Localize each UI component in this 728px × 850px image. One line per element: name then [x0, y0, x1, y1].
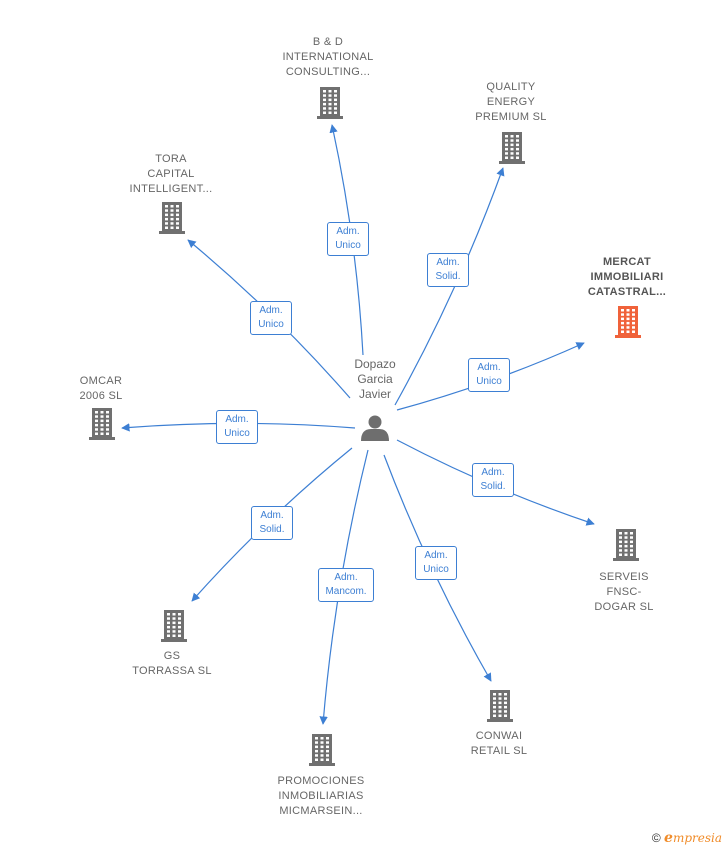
company-label-serveis[interactable]: SERVEIS FNSC- DOGAR SL	[564, 570, 684, 615]
relation-label-line: Adm.	[334, 572, 358, 583]
company-label-conwai[interactable]: CONWAI RETAIL SL	[439, 729, 559, 759]
copyright-symbol: ©	[651, 831, 661, 845]
relation-label-line: Adm.	[436, 257, 460, 268]
relation-label-line: Unico	[258, 319, 284, 330]
building-icon-gs[interactable]	[161, 610, 187, 642]
company-label-line: QUALITY	[486, 81, 536, 93]
relation-label-quality[interactable]: Adm. Solid.	[427, 253, 469, 287]
company-label-tora[interactable]: TORA CAPITAL INTELLIGENT...	[111, 152, 231, 197]
relation-label-line: Adm.	[336, 226, 360, 237]
building-icon-bd[interactable]	[317, 87, 343, 119]
company-label-line: FNSC-	[606, 586, 642, 598]
company-label-line: INTELLIGENT...	[129, 183, 213, 195]
person-name-line: Garcia	[357, 372, 393, 386]
person-name-line: Javier	[358, 387, 391, 401]
company-label-line: IMMOBILIARI	[590, 271, 664, 283]
company-label-line: TORRASSA SL	[132, 665, 212, 677]
building-icon-serveis[interactable]	[613, 529, 639, 561]
company-label-line: TORA	[155, 153, 187, 165]
relation-label-line: Unico	[335, 240, 361, 251]
relation-label-mercat[interactable]: Adm. Unico	[468, 358, 510, 392]
relation-label-line: Adm.	[225, 414, 249, 425]
company-label-line: SERVEIS	[599, 571, 649, 583]
company-label-line: RETAIL SL	[470, 745, 528, 757]
relation-label-line: Unico	[476, 376, 502, 387]
company-label-mercat[interactable]: MERCAT IMMOBILIARI CATASTRAL...	[567, 255, 687, 300]
relation-label-line: Solid.	[259, 524, 285, 535]
relation-label-tora[interactable]: Adm. Unico	[250, 301, 292, 335]
building-icon-tora[interactable]	[159, 202, 185, 234]
company-label-line: INTERNATIONAL	[282, 51, 374, 63]
relation-label-promociones[interactable]: Adm. Mancom.	[318, 568, 374, 602]
company-label-line: 2006 SL	[79, 390, 123, 402]
building-icon-quality[interactable]	[499, 132, 525, 164]
relation-label-conwai[interactable]: Adm. Unico	[415, 546, 457, 580]
company-label-line: PREMIUM SL	[475, 111, 547, 123]
company-label-omcar[interactable]: OMCAR 2006 SL	[41, 374, 161, 404]
building-icon-mercat[interactable]	[615, 306, 641, 338]
company-label-line: INMOBILIARIAS	[278, 790, 364, 802]
copyright-footer: © empresia	[652, 830, 722, 846]
relation-label-bd[interactable]: Adm. Unico	[327, 222, 369, 256]
company-label-quality[interactable]: QUALITY ENERGY PREMIUM SL	[451, 80, 571, 125]
building-icon-omcar[interactable]	[89, 408, 115, 440]
company-label-line: CAPITAL	[147, 168, 195, 180]
company-label-line: MERCAT	[602, 256, 652, 268]
person-name-line: Dopazo	[354, 357, 396, 371]
building-icon-promociones[interactable]	[309, 734, 335, 766]
company-label-line: PROMOCIONES	[277, 775, 365, 787]
building-icon-conwai[interactable]	[487, 690, 513, 722]
relation-label-line: Unico	[224, 428, 250, 439]
person-icon[interactable]	[361, 415, 389, 442]
relation-label-omcar[interactable]: Adm. Unico	[216, 410, 258, 444]
company-label-line: CONSULTING...	[285, 66, 371, 78]
edge-quality	[394, 167, 505, 406]
company-label-line: DOGAR SL	[594, 601, 654, 613]
company-label-gs[interactable]: GS TORRASSA SL	[112, 649, 232, 679]
relation-label-line: Adm.	[477, 362, 501, 373]
company-label-line: MICMARSEIN...	[279, 805, 363, 817]
relation-label-serveis[interactable]: Adm. Solid.	[472, 463, 514, 497]
relation-label-line: Adm.	[260, 510, 284, 521]
relation-label-gs[interactable]: Adm. Solid.	[251, 506, 293, 540]
relation-label-line: Mancom.	[325, 586, 367, 597]
relation-label-line: Unico	[423, 564, 449, 575]
relation-label-line: Adm.	[259, 305, 283, 316]
company-label-line: GS	[163, 650, 181, 662]
company-label-bd[interactable]: B & D INTERNATIONAL CONSULTING...	[268, 35, 388, 80]
company-label-line: B & D	[312, 36, 344, 48]
relation-label-line: Adm.	[424, 550, 448, 561]
company-label-line: CATASTRAL...	[587, 286, 667, 298]
empresia-logo[interactable]: empresia	[664, 830, 722, 846]
company-label-line: CONWAI	[475, 730, 523, 742]
relation-label-line: Solid.	[435, 271, 461, 282]
company-label-promociones[interactable]: PROMOCIONES INMOBILIARIAS MICMARSEIN...	[261, 774, 381, 819]
company-label-line: OMCAR	[79, 375, 123, 387]
company-label-line: ENERGY	[486, 96, 536, 108]
relation-label-line: Solid.	[480, 481, 506, 492]
relation-label-line: Adm.	[481, 467, 505, 478]
